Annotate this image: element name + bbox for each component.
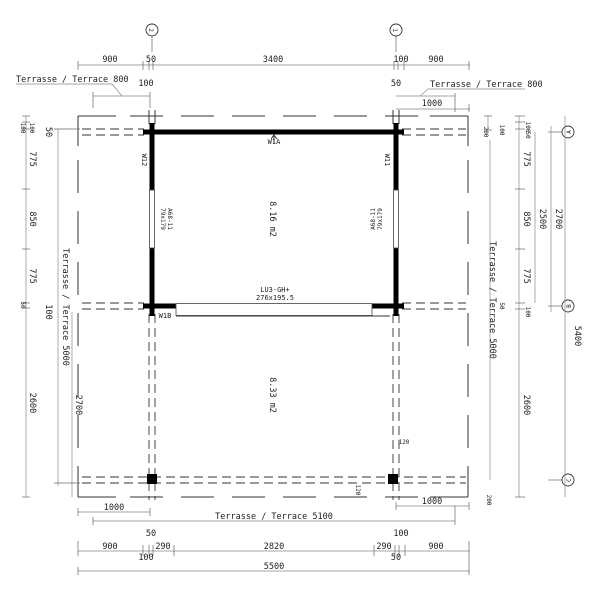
dim-label: 120	[354, 485, 361, 496]
wall-tag-label: W12	[140, 154, 148, 167]
door-opening	[175, 303, 390, 317]
arrow-up-icon	[270, 134, 278, 144]
grid-bubble-icon	[145, 23, 159, 37]
dim-label: 1000	[422, 497, 442, 507]
wall-tag-label: W11	[383, 154, 391, 167]
window-label-left: A68-11 79x179	[159, 208, 173, 230]
dim-label: 50	[19, 301, 26, 309]
dim-label: 2700	[73, 395, 83, 415]
dim-label: 5500	[264, 562, 284, 572]
dim-label: 775	[27, 151, 37, 166]
dim-label: 50	[146, 55, 156, 65]
dim-label: 775	[27, 268, 37, 283]
terrace-label: Terrasse / Terrace 5000	[487, 241, 497, 359]
terrace-label: Terrasse / Terrace 5100	[215, 512, 333, 522]
grid-axis-C: C	[548, 473, 575, 487]
grid-axis-B: B	[548, 299, 575, 313]
dim-label: 200	[485, 495, 492, 506]
dim-label: 100	[524, 122, 531, 133]
dim-label: 100	[43, 304, 53, 319]
dim-label: 900	[428, 542, 443, 552]
dim-label: 100	[393, 55, 408, 65]
post-bottom-right	[388, 474, 398, 484]
window-left	[149, 189, 155, 249]
grid-axis-A: A	[548, 125, 575, 139]
door-size: 276x195.5	[256, 294, 294, 302]
wall-tag-middle: W1B	[159, 312, 172, 320]
dim-label: 50	[391, 79, 401, 89]
door-type: LU3-GH+	[260, 286, 290, 294]
dim-label: 290	[155, 542, 170, 552]
dim-label: 50	[498, 302, 505, 310]
window-type: A68-11	[370, 208, 377, 230]
room-area-upper: 8.16 m2	[267, 201, 277, 237]
grid-label: 2	[147, 28, 154, 32]
dimension-bottom: 1000 1000 Terrasse / Terrace 5100 50 100…	[77, 497, 470, 575]
dim-label: 900	[102, 542, 117, 552]
window-size: 79x179	[159, 208, 166, 230]
dim-label: 100	[524, 307, 531, 318]
dimension-top: 900 50 3400 100 900 100 50	[77, 55, 470, 89]
window-label-right: 79x179 A68-11	[370, 208, 384, 230]
dim-label: 100	[138, 553, 153, 563]
dim-label: 2820	[264, 542, 284, 552]
dim-label: 1000	[422, 99, 442, 109]
wall-tag-right: W11	[383, 154, 391, 167]
dim-label: 200	[482, 127, 489, 138]
dim-label: 120	[399, 439, 410, 446]
dim-label: 100	[393, 529, 408, 539]
grid-label: A	[566, 130, 573, 134]
dim-label: 900	[428, 55, 443, 65]
terrace-outline	[77, 115, 469, 498]
grid-label: B	[566, 304, 573, 308]
dim-label: 50	[43, 127, 53, 137]
grid-axis-1: 1	[389, 23, 403, 52]
dim-label: 50	[146, 529, 156, 539]
dim-label: 2700	[553, 209, 563, 229]
dim-label: 850	[521, 211, 531, 226]
wall-tag-label: W1B	[159, 312, 172, 320]
grid-bubble-icon	[389, 23, 403, 37]
dim-label: 2500	[537, 209, 547, 229]
window-right	[393, 189, 399, 249]
dim-label: 1000	[104, 503, 124, 513]
terrace-label-top-left: Terrasse / Terrace 800	[16, 75, 151, 108]
dim-label: 900	[102, 55, 117, 65]
dim-label: 2600	[27, 393, 37, 413]
dim-label: 50	[391, 553, 401, 563]
terrace-label: Terrasse / Terrace 800	[430, 80, 543, 90]
beams	[82, 110, 466, 500]
dim-label: 290	[376, 542, 391, 552]
room-area-lower: 8.33 m2	[267, 377, 277, 413]
terrace-label-top-right: Terrasse / Terrace 800 1000	[396, 80, 543, 112]
grid-label: C	[566, 478, 573, 482]
dimension-left: 100 100 775 850 775 50 2600 50 100 Terra…	[19, 115, 83, 498]
dim-label: 100	[19, 123, 26, 134]
post-bottom-left	[147, 474, 157, 484]
dim-label: 2600	[521, 395, 531, 415]
wall-tag-left: W12	[140, 154, 148, 167]
dim-label: 100	[138, 79, 153, 89]
dim-label: 100	[498, 125, 505, 136]
dim-label: 3400	[263, 55, 283, 65]
dim-label: 775	[521, 268, 531, 283]
grid-axis-2: 2	[145, 23, 159, 52]
terrace-label: Terrasse / Terrace 800	[16, 75, 129, 85]
terrace-label: Terrasse / Terrace 5000	[60, 248, 70, 366]
dim-label: 50	[524, 131, 531, 139]
dim-label: 775	[521, 151, 531, 166]
grid-label: 1	[391, 28, 398, 32]
dim-label: 5400	[572, 326, 582, 346]
dim-label: 100	[28, 123, 35, 134]
dim-label: 850	[27, 211, 37, 226]
wall-tag-top: W1A	[268, 134, 281, 146]
window-type: A68-11	[166, 208, 173, 230]
window-size: 79x179	[377, 208, 384, 230]
dimension-right: 200 100 Terrasse / Terrace 5000 50 100 5…	[354, 115, 582, 506]
